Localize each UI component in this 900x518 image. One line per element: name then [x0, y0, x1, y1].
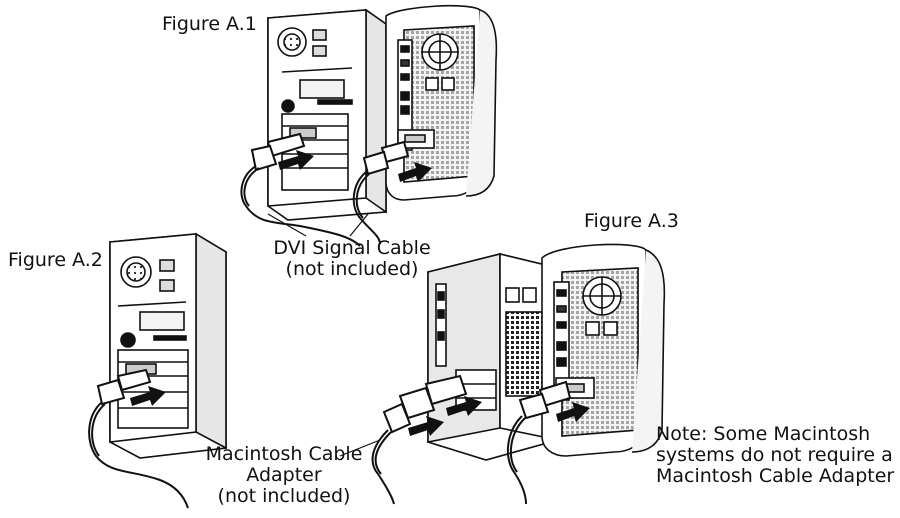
- pc-tower-a3: [427, 252, 559, 461]
- dvi-cable-callout: DVI Signal Cable (not included): [262, 238, 442, 280]
- mac-tower-a1: [385, 4, 498, 201]
- note-callout-line2: systems do not require a: [656, 444, 893, 466]
- insert-arrow-a3-mac: [556, 402, 590, 422]
- figure-a2-label: Figure A.2: [8, 249, 103, 271]
- insert-arrow-a2: [130, 386, 166, 406]
- dvi-cable-a3-mac: [506, 380, 572, 505]
- insert-arrow-a3-bottom: [408, 416, 444, 436]
- insert-arrow-a3-top: [446, 396, 482, 416]
- dvi-cable-a1-mac: [352, 140, 410, 245]
- mac-adapter-callout-line3: (not included): [217, 485, 351, 507]
- mac-tower-a3: [541, 243, 666, 457]
- dvi-cable-callout-line2: (not included): [285, 258, 419, 280]
- dvi-cable-callout-line1: DVI Signal Cable: [273, 237, 431, 259]
- figure-a3-label: Figure A.3: [584, 210, 679, 232]
- pc-tower-a1: [267, 8, 387, 221]
- note-callout-line1: Note: Some Macintosh: [656, 423, 871, 445]
- insert-arrow-a1: [278, 150, 314, 170]
- dvi-cable-a1: [240, 132, 361, 247]
- insert-arrow-a1-mac: [398, 162, 432, 182]
- mac-cable-adapter-a3: [371, 374, 468, 505]
- note-callout-line3: Macintosh Cable Adapter: [656, 465, 895, 487]
- pc-tower-a2: [109, 232, 227, 459]
- note-callout: Note: Some Macintosh systems do not requ…: [656, 424, 896, 487]
- mac-adapter-callout: Macintosh Cable Adapter (not included): [196, 444, 372, 507]
- mac-adapter-callout-line1: Macintosh Cable: [205, 443, 363, 465]
- dvi-cable-a2: [88, 368, 189, 509]
- figure-a1-label: Figure A.1: [162, 13, 257, 35]
- mac-adapter-callout-line2: Adapter: [246, 464, 322, 486]
